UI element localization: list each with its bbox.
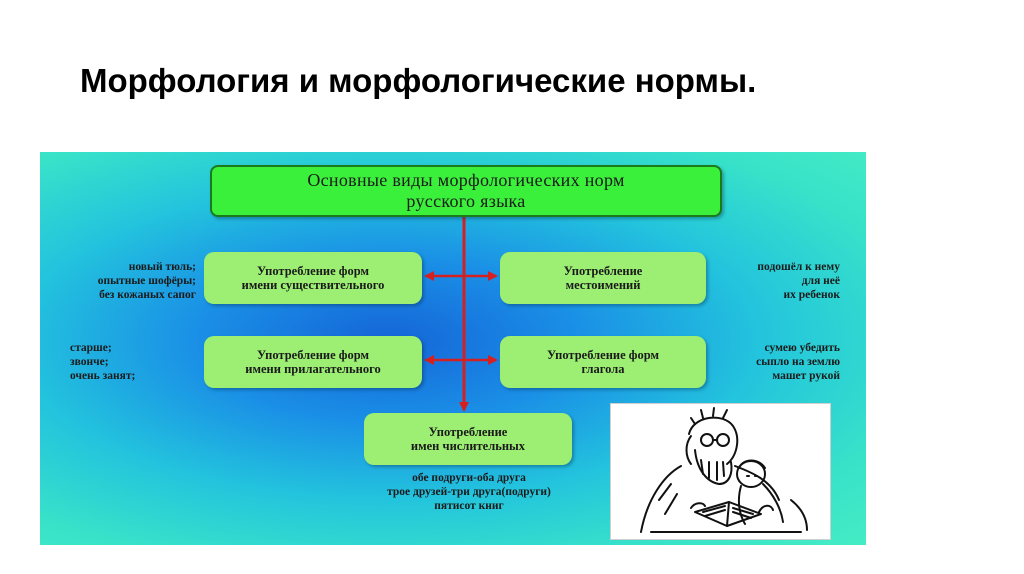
example-line: сумею убедить	[764, 342, 840, 354]
adjective-forms-box: Употребление форм имени прилагательного	[204, 336, 422, 388]
pronoun-box-line1: Употребление	[563, 263, 643, 278]
numeral-examples: обе подруги-оба друга трое друзей-три др…	[340, 471, 598, 513]
example-line: трое друзей-три друга(подруги)	[387, 486, 551, 499]
example-line: без кожаных сапог	[99, 289, 196, 302]
example-line: звонче;	[70, 356, 109, 369]
numeral-box-line1: Употребление	[428, 424, 508, 439]
adjective-examples: старше; звонче; очень занят;	[70, 341, 190, 383]
reading-drawing-icon	[640, 407, 808, 533]
example-line: старше;	[70, 342, 112, 354]
main-category-box: Основные виды морфологических норм русск…	[210, 165, 722, 217]
example-line: подошёл к нему	[757, 261, 840, 273]
verb-box-line1: Употребление форм	[547, 347, 659, 362]
numeral-forms-box: Употребление имен числительных	[364, 413, 572, 465]
example-line: очень занят;	[70, 370, 136, 383]
noun-box-line2: имени существительного	[241, 278, 385, 292]
example-line: пятисот книг	[434, 500, 504, 513]
verb-forms-box: Употребление форм глагола	[500, 336, 706, 388]
example-line: сыпло на землю	[756, 356, 840, 369]
example-line: для неё	[801, 275, 840, 288]
example-line: новый тюль;	[128, 261, 196, 273]
grandfather-reading-illustration	[610, 403, 831, 540]
adjective-box-line1: Употребление форм	[257, 347, 369, 362]
pronoun-box-line2: местоимений	[565, 278, 641, 292]
example-line: обе подруги-оба друга	[412, 472, 526, 484]
example-line: их ребенок	[783, 289, 840, 302]
numeral-box-line2: имен числительных	[410, 439, 526, 453]
noun-examples: новый тюль; опытные шофёры; без кожаных …	[56, 260, 196, 302]
example-line: опытные шофёры;	[97, 275, 196, 288]
noun-forms-box: Употребление форм имени существительного	[204, 252, 422, 304]
example-line: машет рукой	[772, 370, 840, 383]
main-box-line2: русского языка	[406, 191, 526, 211]
connector-arrows	[424, 213, 498, 412]
morphology-diagram: Основные виды морфологических норм русск…	[40, 152, 866, 545]
pronoun-forms-box: Употребление местоимений	[500, 252, 706, 304]
verb-examples: сумею убедить сыпло на землю машет рукой	[710, 341, 840, 383]
adjective-box-line2: имени прилагательного	[245, 362, 381, 376]
pronoun-examples: подошёл к нему для неё их ребенок	[712, 260, 840, 302]
noun-box-line1: Употребление форм	[257, 263, 369, 278]
slide-title: Морфология и морфологические нормы.	[80, 62, 757, 99]
verb-box-line2: глагола	[581, 362, 625, 376]
main-box-line1: Основные виды морфологических норм	[307, 170, 625, 191]
